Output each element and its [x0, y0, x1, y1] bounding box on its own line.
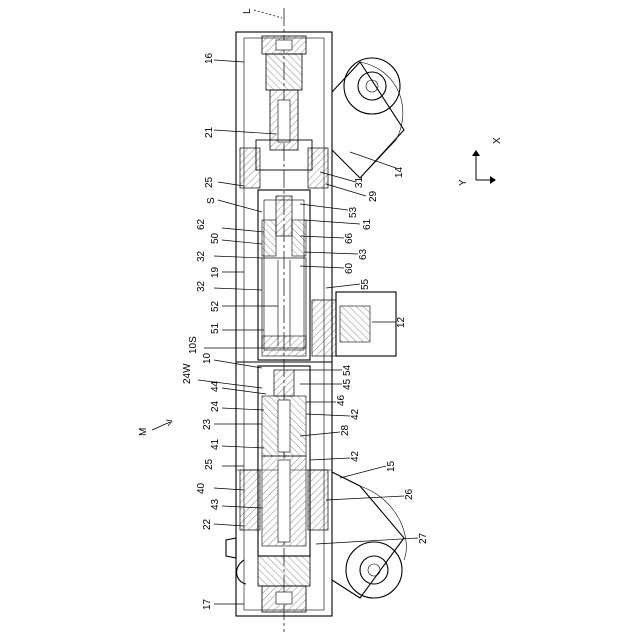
coordinate-indicator: X Y — [458, 137, 503, 186]
ref-55: 55 — [360, 278, 371, 290]
ref-60: 60 — [344, 262, 355, 274]
side-valve-knob — [312, 292, 396, 356]
coord-y-label: Y — [458, 179, 469, 186]
bottom-cap — [258, 556, 310, 612]
ref-16: 16 — [204, 52, 215, 64]
assembly-label-text: M — [138, 428, 149, 436]
ref-24w: 24W — [182, 363, 193, 384]
ref-62: 62 — [196, 218, 207, 230]
ref-42a: 42 — [350, 408, 361, 420]
ref-19: 19 — [210, 266, 221, 278]
ref-44: 44 — [210, 380, 221, 392]
coord-x-label: X — [492, 137, 503, 144]
ref-32b: 32 — [196, 280, 207, 292]
ref-42b: 42 — [350, 450, 361, 462]
ref-50: 50 — [210, 232, 221, 244]
ref-22: 22 — [202, 518, 213, 530]
ref-15: 15 — [386, 460, 397, 472]
upper-handle — [332, 58, 404, 178]
ref-41: 41 — [210, 438, 221, 450]
ref-27: 27 — [418, 532, 429, 544]
ref-43: 43 — [210, 498, 221, 510]
ref-46: 46 — [336, 394, 347, 406]
ref-40: 40 — [196, 482, 207, 494]
axis-label: L — [242, 8, 253, 14]
ref-66: 66 — [344, 232, 355, 244]
lower-cartridge — [240, 366, 328, 556]
ref-26: 26 — [404, 488, 415, 500]
ref-45: 45 — [342, 378, 353, 390]
ref-17: 17 — [202, 598, 213, 610]
ref-12: 12 — [396, 316, 407, 328]
ref-28: 28 — [340, 424, 351, 436]
ref-52: 52 — [210, 300, 221, 312]
ref-29: 29 — [368, 190, 379, 202]
lower-handle — [332, 472, 406, 598]
assembly-label: M — [138, 420, 172, 436]
ref-31: 31 — [354, 176, 365, 188]
ref-10s: 10S — [188, 336, 199, 354]
ref-61: 61 — [362, 218, 373, 230]
reference-numerals-left: 16 21 25 S 62 50 32 19 32 52 51 10S 10 2… — [182, 52, 221, 610]
ref-s: S — [206, 197, 217, 204]
ref-14: 14 — [394, 166, 405, 178]
ref-32a: 32 — [196, 250, 207, 262]
ref-54: 54 — [342, 364, 353, 376]
ref-25b: 25 — [204, 458, 215, 470]
ref-51: 51 — [210, 322, 221, 334]
top-cap — [262, 36, 306, 90]
ref-21: 21 — [204, 126, 215, 138]
ref-53: 53 — [348, 206, 359, 218]
ref-63: 63 — [358, 248, 369, 260]
ref-23: 23 — [202, 418, 213, 430]
ref-10: 10 — [202, 352, 213, 364]
ref-24: 24 — [210, 400, 221, 412]
ref-25a: 25 — [204, 176, 215, 188]
